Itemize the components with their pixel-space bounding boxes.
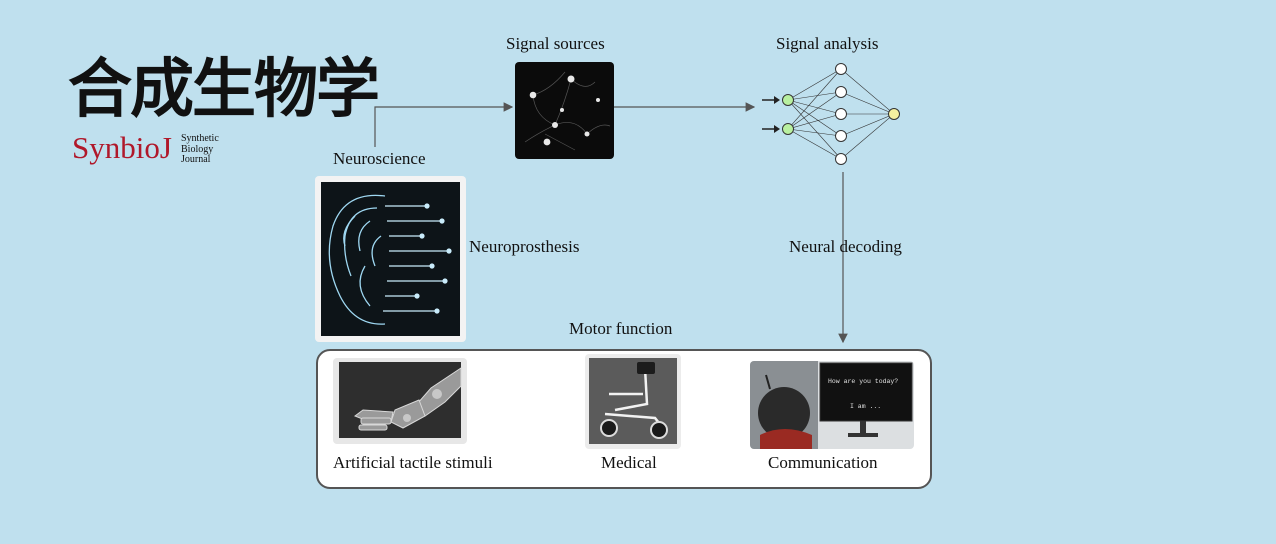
neural-decoding-text: Neural decoding bbox=[789, 237, 902, 256]
logo-subtitle-line-1: Synthetic bbox=[181, 133, 219, 144]
logo-synbioj: SynbioJ bbox=[72, 130, 172, 165]
screen-text-line-1: How are you today? bbox=[828, 378, 898, 385]
robotic-arm-image bbox=[333, 358, 467, 444]
logo-subtitle-line-2: Biology bbox=[181, 143, 214, 155]
application-label-medical: Medical bbox=[601, 453, 657, 472]
neural-network-diagram bbox=[762, 63, 900, 165]
patient-monitor-image: How are you today? I am ... bbox=[750, 361, 914, 449]
logo-subtitle-line-3: Journal bbox=[181, 154, 211, 165]
neuron-microscopy-image bbox=[515, 62, 614, 159]
neuroscience-label: Neuroscience bbox=[333, 149, 426, 169]
logo-subtitle: Synthetic Biology Journal bbox=[181, 133, 219, 166]
neuroprosthesis-label: Neuroprosthesis bbox=[469, 237, 579, 257]
signal-sources-label: Signal sources bbox=[506, 34, 605, 54]
logo-chinese-title: 合成生物学 bbox=[68, 53, 380, 127]
neuroprosthesis-text: Neuroprosthesis bbox=[469, 237, 580, 256]
signal-sources-text: Signal sources bbox=[506, 34, 605, 53]
motor-function-text: Motor function bbox=[569, 319, 673, 338]
connector-neuroscience-to-sources bbox=[374, 102, 514, 147]
signal-analysis-text: Signal analysis bbox=[776, 34, 879, 53]
application-label-tactile: Artificial tactile stimuli bbox=[333, 453, 493, 472]
brain-circuit-image bbox=[315, 176, 466, 342]
neural-decoding-label: Neural decoding bbox=[789, 237, 902, 257]
wheelchair-image bbox=[585, 354, 681, 449]
application-label-communication: Communication bbox=[768, 453, 878, 472]
signal-analysis-label: Signal analysis bbox=[776, 34, 878, 54]
neuroscience-text: Neuroscience bbox=[333, 149, 426, 168]
motor-function-label: Motor function bbox=[569, 319, 672, 339]
screen-text-line-2: I am ... bbox=[850, 403, 881, 410]
